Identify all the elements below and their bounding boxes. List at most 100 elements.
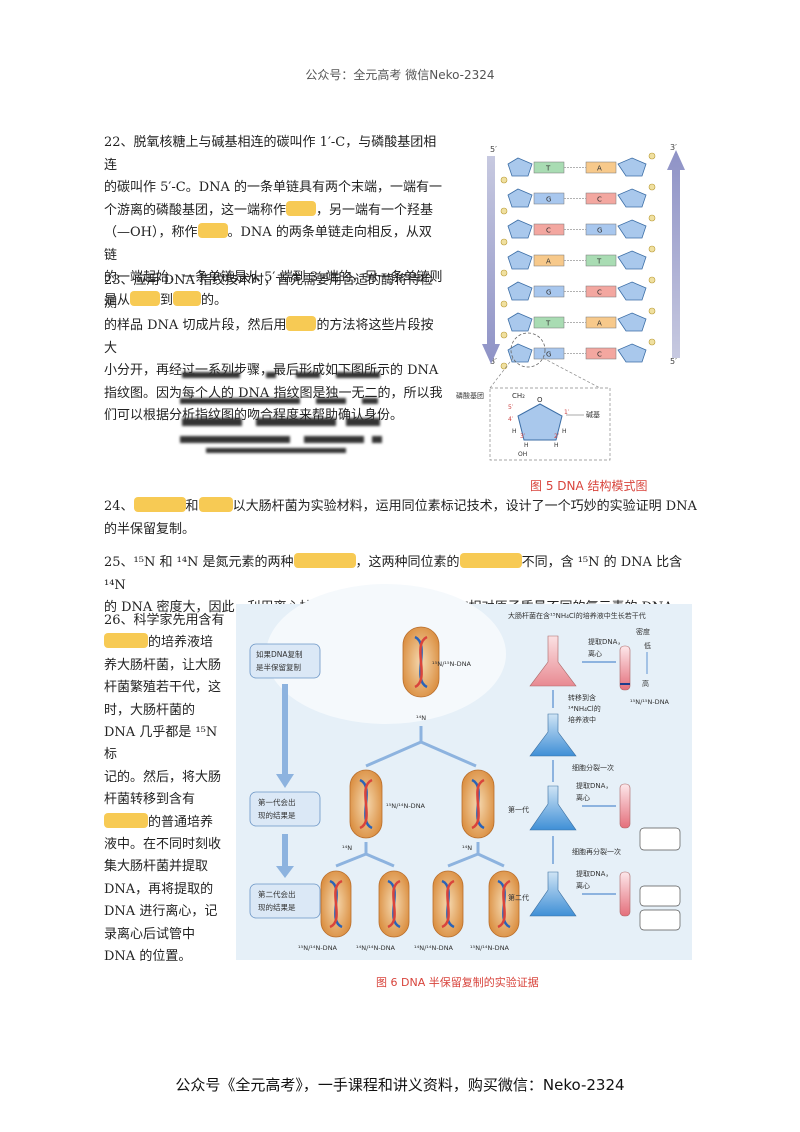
dna-helix xyxy=(414,635,428,689)
deoxyribose-left xyxy=(507,157,533,177)
if-label-2: 是半保留复制 xyxy=(256,662,301,672)
answer-blank[interactable] xyxy=(130,290,161,306)
q26-line: 养大肠杆菌，让大肠 xyxy=(104,657,222,673)
page-header: 公众号：全元高考 微信Neko-2324 xyxy=(305,68,495,82)
sugar-5prime: 5′ xyxy=(508,404,514,411)
dna-helix xyxy=(359,778,373,830)
gen2-dna-label: ¹⁴N/¹⁴N-DNA xyxy=(356,944,396,952)
q23-line: 的样品 DNA 切成片段，然后用的方法将这些片段按大 xyxy=(104,316,434,356)
arrow-down-strand xyxy=(482,156,500,364)
if-label-1: 如果DNA复制 xyxy=(256,649,303,659)
base-letter-left: A xyxy=(546,258,551,266)
q23-line: 指纹图。因为每个人的 DNA 指纹图是独一无二的，所以我 xyxy=(104,385,443,401)
phosphate-right xyxy=(648,214,656,222)
phosphate-right xyxy=(648,183,656,191)
n14-label-c: ¹⁴N xyxy=(462,844,472,852)
q22-line: 的一端起始，一条单链是从 5′-端到 3′-端的，另一条单链则 xyxy=(104,270,443,285)
deoxyribose-left xyxy=(507,219,533,239)
q26-line: 的普通培养 xyxy=(104,812,234,834)
branch-2 xyxy=(335,842,505,868)
base-letter-left: G xyxy=(546,351,551,359)
centrifuge-3: 离心 xyxy=(576,881,590,890)
sugar-oh: OH xyxy=(518,451,527,458)
question-22: 22、脱氧核糖上与碱基相连的碳叫作 1′-C，与磷酸基团相连 的碳叫作 5′-C… xyxy=(104,132,444,312)
base-letter-left: G xyxy=(546,289,551,297)
q26-line: 26、科学家先用含有 xyxy=(104,613,225,628)
q26-line: 记的。然后，将大肠 xyxy=(104,769,222,785)
sugar-h2: H xyxy=(562,428,567,435)
q26-line: DNA 进行离心，记 xyxy=(104,904,218,920)
base-letter-left: G xyxy=(546,196,551,204)
answer-blank[interactable] xyxy=(133,497,186,512)
phosphate-left xyxy=(500,207,508,215)
transfer-1: 转移到含 xyxy=(568,693,596,702)
base-letter-right: A xyxy=(597,165,602,173)
phosphate-right xyxy=(648,338,656,346)
zoom-line-left xyxy=(489,357,514,389)
deoxyribose-right xyxy=(617,281,647,301)
answer-blank[interactable] xyxy=(286,316,317,331)
gen2-label: 第二代 xyxy=(508,893,529,902)
label-3prime-top-right: 3′ xyxy=(670,143,677,152)
answer-blank[interactable] xyxy=(286,200,317,216)
phosphate-right xyxy=(648,152,656,160)
phosphate-right xyxy=(648,245,656,253)
gen1-result-box xyxy=(249,791,321,827)
q22-line: 个游离的磷酸基团，这一端称作，另一端有一个羟基 xyxy=(104,200,434,218)
deoxyribose-pentagon xyxy=(517,403,563,441)
deoxyribose-right xyxy=(617,312,647,332)
box-gen2-2: 现的结果是 xyxy=(258,902,296,912)
n14-label-a: ¹⁴N xyxy=(416,714,426,722)
deoxyribose-left xyxy=(507,250,533,270)
gen2-dna-label: ¹⁵N/¹⁴N-DNA xyxy=(298,944,338,952)
answer-box-gen2-a[interactable] xyxy=(639,885,681,907)
phosphate-left xyxy=(500,269,508,277)
answer-blank[interactable] xyxy=(104,812,148,828)
flask-transfer xyxy=(529,713,577,757)
answer-blank[interactable] xyxy=(104,633,148,649)
answer-blank[interactable] xyxy=(198,497,233,512)
test-tube-1 xyxy=(619,645,631,691)
dna-helix xyxy=(387,879,401,929)
centrifuge-1: 离心 xyxy=(588,649,602,658)
q26-line: 集大肠杆菌并提取 xyxy=(104,859,209,875)
answer-box-gen2-b[interactable] xyxy=(639,909,681,931)
dna-helix xyxy=(471,778,485,830)
gen2-result-box xyxy=(249,883,321,919)
gen1-dna-label: ¹⁵N/¹⁴N-DNA xyxy=(386,802,426,810)
q26-line: DNA 的位置。 xyxy=(104,949,192,965)
density-label: 密度 xyxy=(636,627,650,636)
dna-helix xyxy=(441,879,455,929)
deoxyribose-left xyxy=(507,312,533,332)
dna-helix xyxy=(329,879,343,929)
base-letter-left: C xyxy=(546,227,551,235)
base-label: 碱基 xyxy=(586,410,600,419)
phosphate-label: 磷酸基团 xyxy=(456,391,484,400)
gen2-dna-label: ¹⁵N/¹⁴N-DNA xyxy=(470,944,510,952)
transfer-3: 培养液中 xyxy=(568,715,596,724)
label-5prime-top-left: 5′ xyxy=(490,145,497,154)
deoxyribose-left xyxy=(507,281,533,301)
answer-blank[interactable] xyxy=(197,223,228,238)
sugar-ch2: CH₂ xyxy=(512,392,525,400)
q24-line: 24、和以大肠杆菌为实验材料，运用同位素标记技术，设计了一个巧妙的实验证明 DN… xyxy=(104,497,697,514)
q22-line: 是从到的。 xyxy=(104,290,228,308)
divide-twice: 细胞再分裂一次 xyxy=(572,847,621,856)
high-label: 高 xyxy=(642,679,649,688)
answer-blank[interactable] xyxy=(293,553,356,568)
deoxyribose-right xyxy=(617,219,647,239)
page-footer: 公众号《全元高考》，一手课程和讲义资料，购买微信：Neko-2324 xyxy=(175,1076,625,1094)
phosphate-left xyxy=(500,238,508,246)
zoom-circle xyxy=(510,332,546,368)
sugar-oxygen: O xyxy=(537,396,543,404)
answer-blank[interactable] xyxy=(173,290,202,306)
deoxyribose-right xyxy=(617,250,647,270)
box-gen1-2: 现的结果是 xyxy=(258,810,296,820)
label-3prime-bottom-left: 3′ xyxy=(490,357,497,366)
q26-line: 杆菌转移到含有 xyxy=(104,792,196,808)
answer-box-gen1[interactable] xyxy=(639,827,681,851)
answer-blank[interactable] xyxy=(459,553,522,568)
phosphate-left xyxy=(500,176,508,184)
